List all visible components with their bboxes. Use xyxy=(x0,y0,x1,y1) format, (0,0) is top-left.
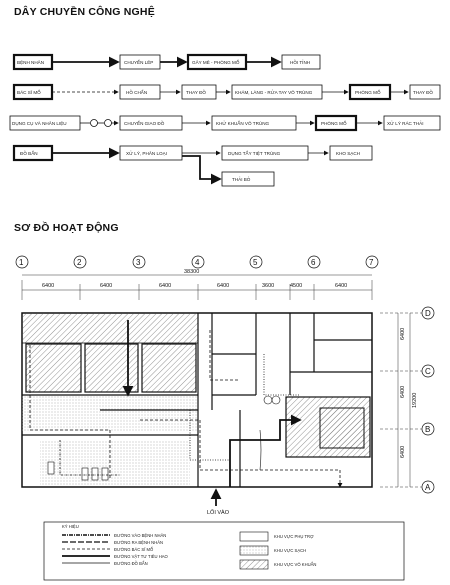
span-7: 6400 xyxy=(335,283,347,289)
total-height: 19200 xyxy=(412,393,418,408)
flow-label: HỒ CHẨN xyxy=(126,89,147,95)
flow-label: GÂY MÊ - PHÒNG MỔ xyxy=(192,58,240,65)
flow-title: DÂY CHUYỀN CÔNG NGHỆ xyxy=(14,6,155,18)
flow-label: XỬ LÝ, PHÂN LOẠI xyxy=(126,150,167,156)
vspan-3: 6400 xyxy=(400,446,406,458)
axis-7: 7 xyxy=(369,258,374,267)
flow-box xyxy=(383,115,441,131)
legend-zone-1: KHU VỰC PHỤ TRỢ xyxy=(274,534,314,539)
flow-label: BỆNH NHÂN xyxy=(17,58,44,65)
legend-line-3: ĐƯỜNG BÁC SĨ MỔ xyxy=(114,547,154,552)
flow-label: XỬ LÝ RÁC THẢI xyxy=(387,120,424,126)
flow-label: THAY ĐỒ xyxy=(186,89,206,95)
flow-label: PHÒNG MỔ xyxy=(355,89,381,95)
flow-label: THẢI BỎ xyxy=(232,176,251,182)
legend-line-4: ĐƯỜNG VẬT TƯ TIÊU HAO xyxy=(114,554,169,559)
axis-5: 5 xyxy=(253,258,258,267)
axis-4: 4 xyxy=(195,258,200,267)
top-dimensions: 38300 6400 6400 6400 6400 3600 4500 6400 xyxy=(21,269,373,300)
legend-title: KÝ HIỆU xyxy=(62,524,79,529)
flow-label: ĐỒ BẨN xyxy=(20,150,38,156)
flow-label: HỒI TỈNH xyxy=(290,59,310,65)
flow-label: BÁC SĨ MỔ xyxy=(17,89,41,95)
activity-title: SƠ ĐỒ HOẠT ĐỘNG xyxy=(14,222,119,234)
legend-line-2: ĐƯỜNG RA BỆNH NHÂN xyxy=(114,540,163,545)
flow-label: CHUYỂN GIAO ĐỒ xyxy=(124,120,165,126)
axis-6: 6 xyxy=(311,258,316,267)
axis-C: C xyxy=(425,367,431,376)
flow-label: THAY ĐỒ xyxy=(413,89,433,95)
entrance-label: LỐI VÀO xyxy=(207,509,230,516)
flow-label: KHÁM, LÀNG - RỬA TAY VÔ TRÙNG xyxy=(235,89,313,95)
flow-box xyxy=(329,145,373,161)
flow-box xyxy=(221,171,275,187)
floor-plan: LỐI VÀO xyxy=(21,312,373,516)
flow-row-4: ĐỒ BẨN XỬ LÝ, PHÂN LOẠI DỤNG TẨY TIỆT TR… xyxy=(12,144,373,187)
legend-line-5: ĐƯỜNG ĐỒ BẨN xyxy=(114,561,148,566)
flow-box xyxy=(281,54,321,70)
flow-label: PHÒNG MỔ xyxy=(321,120,347,126)
span-5: 3600 xyxy=(262,283,274,289)
axis-3: 3 xyxy=(136,258,141,267)
flow-label: KHO SẠCH xyxy=(336,151,360,156)
legend-zone-3: KHU VỰC VÔ KHUẨN xyxy=(274,562,316,567)
legend-line-1: ĐƯỜNG VÀO BỆNH NHÂN xyxy=(114,533,166,538)
axis-letters: D C B A 6400 6400 6400 19200 xyxy=(380,306,435,494)
vspan-1: 6400 xyxy=(400,328,406,340)
flow-row-3: DỤNG CỤ VÀ NHÂN LIỆU CHUYỂN GIAO ĐỒ KHỬ … xyxy=(9,114,441,132)
flow-label: KHỬ KHUẨN VÔ TRÙNG xyxy=(216,120,270,126)
axis-A: A xyxy=(425,483,431,492)
flow-row-2: BÁC SĨ MỔ HỒ CHẨN THAY ĐỒ KHÁM, LÀNG - R… xyxy=(12,83,441,101)
flow-row-1: BỆNH NHÂN CHUYỂN LÊP GÂY MÊ - PHÒNG MỔ H… xyxy=(12,53,321,71)
axis-1: 1 xyxy=(19,258,24,267)
span-3: 6400 xyxy=(159,283,171,289)
flow-box xyxy=(409,84,441,100)
axis-D: D xyxy=(425,309,431,318)
span-2: 6400 xyxy=(100,283,112,289)
legend-zone-2: KHU VỰC SẠCH xyxy=(274,548,306,553)
span-6: 4500 xyxy=(290,283,302,289)
axis-B: B xyxy=(425,425,430,434)
flow-label: DỤNG CỤ VÀ NHÂN LIỆU xyxy=(12,119,67,126)
span-1: 6400 xyxy=(42,283,54,289)
axis-2: 2 xyxy=(77,258,82,267)
flow-label: DỤNG TẨY TIỆT TRÙNG xyxy=(228,149,281,156)
axis-numbers: 1 2 3 4 5 6 7 xyxy=(15,255,379,269)
total-width: 38300 xyxy=(184,269,199,275)
span-4: 6400 xyxy=(217,283,229,289)
legend: KÝ HIỆU ĐƯỜNG VÀO BỆNH NHÂN ĐƯỜNG RA BỆN… xyxy=(43,521,405,581)
flow-label: CHUYỂN LÊP xyxy=(124,58,153,65)
vspan-2: 6400 xyxy=(400,386,406,398)
